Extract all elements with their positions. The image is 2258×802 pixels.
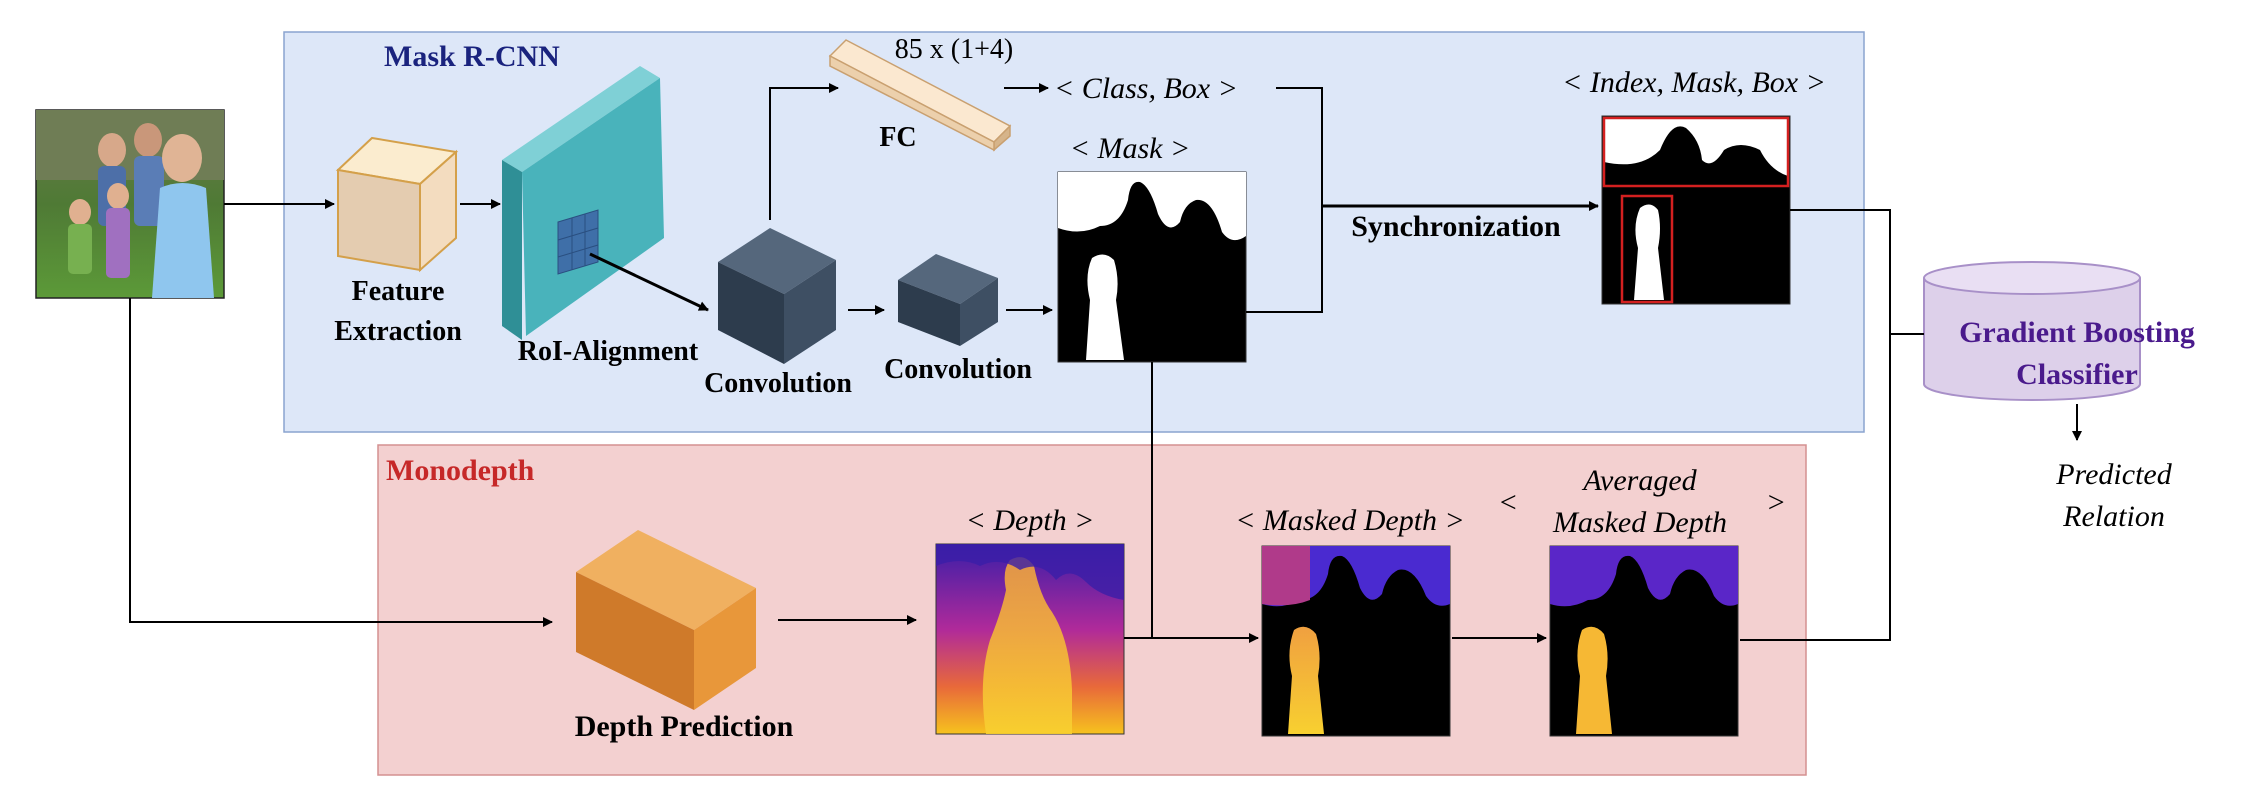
monodepth-title: Monodepth bbox=[386, 454, 535, 487]
convolution-cube-1 bbox=[718, 228, 836, 364]
gbc-label-1: Gradient Boosting bbox=[1959, 316, 2195, 349]
feature-extraction-label-1: Feature bbox=[352, 276, 445, 307]
fc-layer bbox=[828, 39, 1012, 152]
mask-image bbox=[1057, 171, 1247, 363]
predicted-label-1: Predicted bbox=[2055, 458, 2173, 491]
convolution-cube-2 bbox=[898, 254, 998, 346]
synchronization-label: Synchronization bbox=[1351, 210, 1561, 243]
class-box-label: < Class, Box > bbox=[1054, 72, 1238, 105]
convolution-label-1: Convolution bbox=[704, 368, 852, 399]
index-mask-box-label: < Index, Mask, Box > bbox=[1562, 66, 1826, 99]
averaged-close-bracket: > bbox=[1766, 486, 1786, 519]
feature-extraction-label-2: Extraction bbox=[334, 316, 462, 347]
masked-depth-image bbox=[1261, 545, 1451, 737]
convolution-label-2: Convolution bbox=[884, 354, 1032, 385]
input-image bbox=[35, 109, 225, 299]
roi-feature-plate bbox=[502, 66, 664, 340]
roi-alignment-label: RoI-Alignment bbox=[518, 336, 699, 367]
averaged-masked-depth-image bbox=[1549, 545, 1739, 737]
predicted-label-2: Relation bbox=[2062, 500, 2165, 533]
gradient-boosting-cylinder bbox=[1923, 261, 2141, 401]
feature-extraction-cube bbox=[335, 136, 459, 273]
mask-label: < Mask > bbox=[1070, 132, 1190, 165]
depth-label: < Depth > bbox=[966, 504, 1095, 537]
averaged-label-1: Averaged bbox=[1581, 464, 1697, 497]
gbc-label-2: Classifier bbox=[2016, 358, 2138, 391]
fc-dims-label: 85 x (1+4) bbox=[895, 34, 1013, 65]
mask-rcnn-title: Mask R-CNN bbox=[384, 40, 560, 73]
depth-image bbox=[935, 543, 1125, 735]
averaged-label-2: Masked Depth bbox=[1552, 506, 1727, 539]
averaged-open-bracket: < bbox=[1498, 486, 1518, 519]
depth-prediction-cube bbox=[576, 530, 756, 710]
masked-depth-label: < Masked Depth > bbox=[1235, 504, 1465, 537]
depth-prediction-label: Depth Prediction bbox=[575, 710, 794, 743]
connectors bbox=[129, 83, 2082, 643]
index-mask-image bbox=[1601, 115, 1791, 305]
fc-label: FC bbox=[879, 122, 916, 153]
